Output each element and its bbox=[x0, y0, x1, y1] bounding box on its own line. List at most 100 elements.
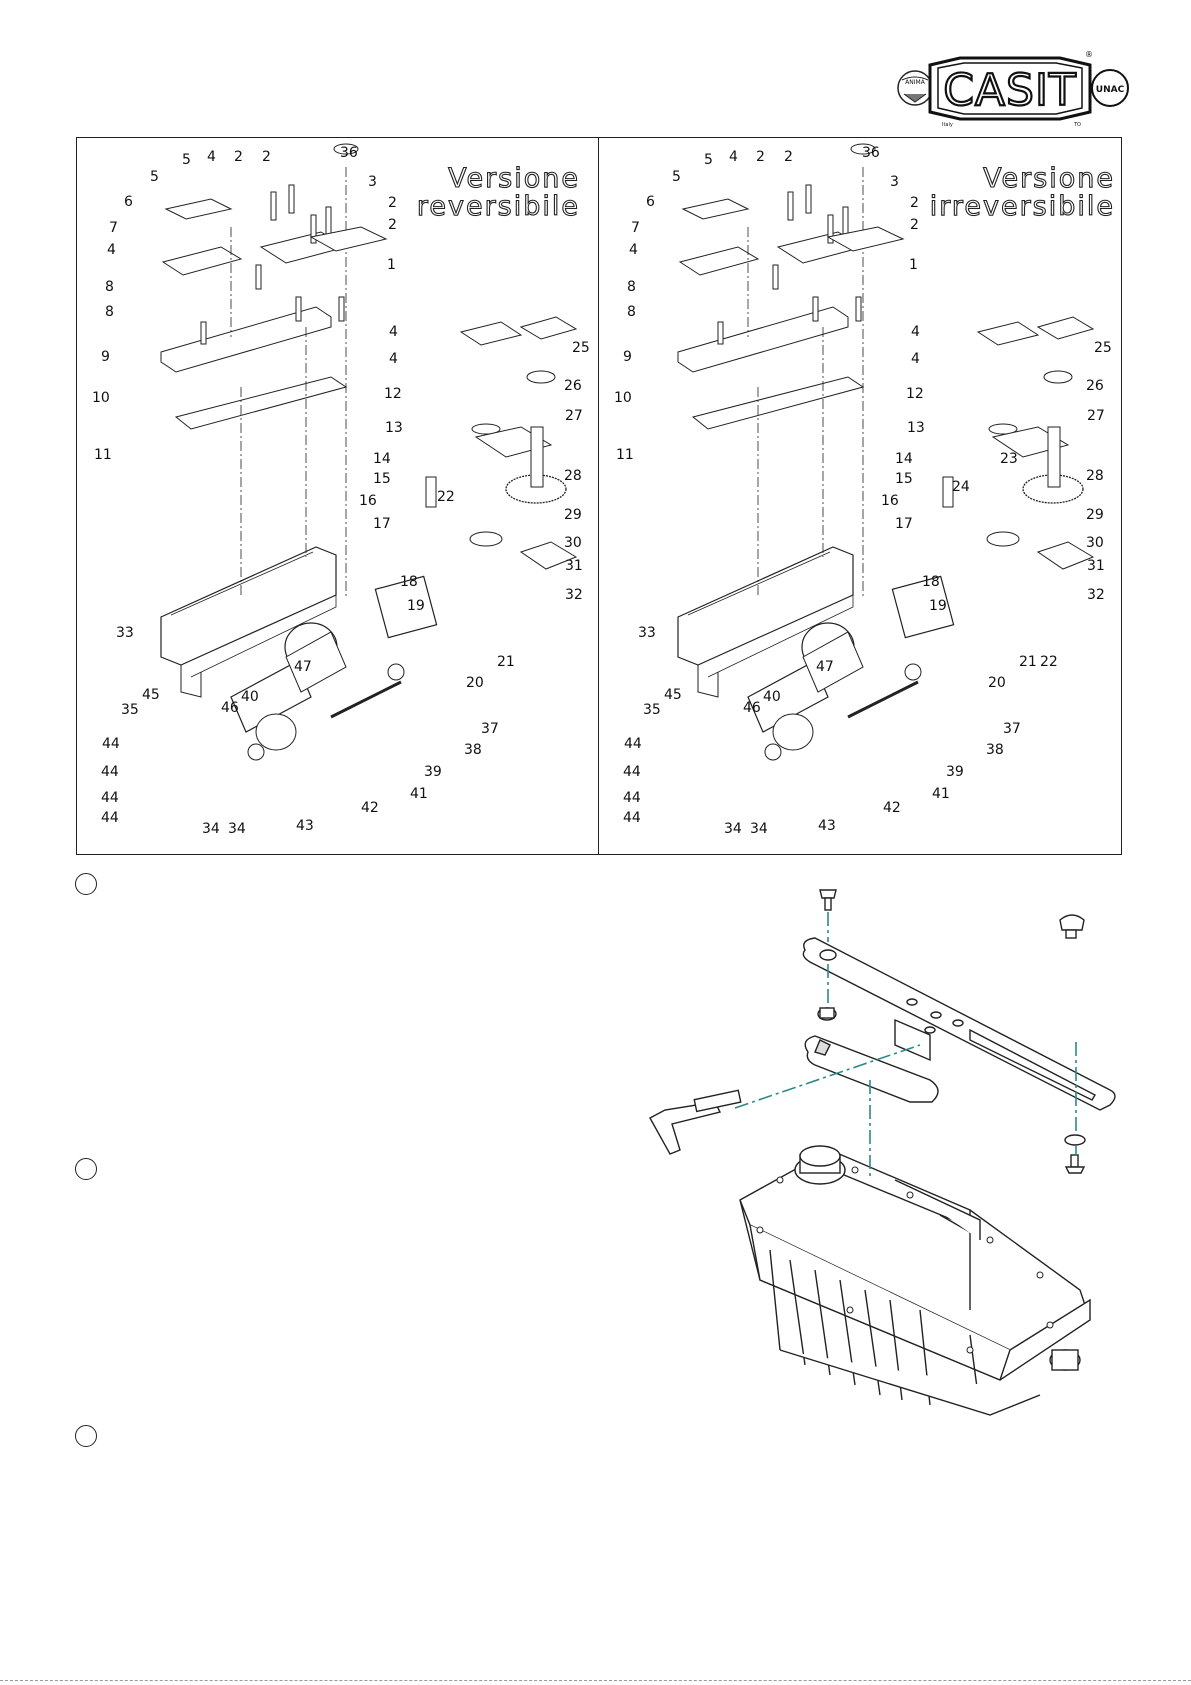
callout: 24 bbox=[952, 479, 970, 495]
callout: 31 bbox=[565, 558, 583, 574]
callout: 22 bbox=[437, 489, 455, 505]
callout: 33 bbox=[116, 625, 134, 641]
section-marker bbox=[75, 1425, 97, 1447]
callout: 34 bbox=[750, 821, 768, 837]
callout: 41 bbox=[410, 786, 428, 802]
callout: 4 bbox=[629, 242, 638, 258]
brand-text: CASIT bbox=[943, 65, 1077, 116]
screw-icon bbox=[819, 889, 837, 899]
callout: 44 bbox=[623, 764, 641, 780]
callout: 26 bbox=[1086, 378, 1104, 394]
callout: 38 bbox=[464, 742, 482, 758]
panel-divider bbox=[598, 137, 599, 855]
panel-title-line2: irreversibile bbox=[929, 191, 1115, 222]
callout: 33 bbox=[638, 625, 656, 641]
callout: 8 bbox=[627, 304, 636, 320]
callout: 7 bbox=[109, 220, 118, 236]
callout: 5 bbox=[704, 152, 713, 168]
callout: 39 bbox=[946, 764, 964, 780]
callout: 37 bbox=[481, 721, 499, 737]
callout: 45 bbox=[142, 687, 160, 703]
city-text: TO bbox=[1073, 122, 1081, 128]
section-marker bbox=[75, 1158, 97, 1180]
callout: 26 bbox=[564, 378, 582, 394]
callout: 5 bbox=[182, 152, 191, 168]
callout: 44 bbox=[101, 764, 119, 780]
callout: 29 bbox=[1086, 507, 1104, 523]
lower-arm bbox=[804, 1035, 939, 1103]
right-seal-text: UNAC bbox=[1096, 85, 1125, 95]
callout: 13 bbox=[385, 420, 403, 436]
callout: 32 bbox=[1087, 587, 1105, 603]
callout: 12 bbox=[906, 386, 924, 402]
callout: 4 bbox=[207, 149, 216, 165]
callout: 34 bbox=[724, 821, 742, 837]
callout: 8 bbox=[627, 279, 636, 295]
callout: 1 bbox=[909, 257, 918, 273]
callout: 21 bbox=[1019, 654, 1037, 670]
callout: 39 bbox=[424, 764, 442, 780]
callout: 2 bbox=[388, 195, 397, 211]
callout: 35 bbox=[121, 702, 139, 718]
callout: 28 bbox=[564, 468, 582, 484]
callout: 19 bbox=[407, 598, 425, 614]
callout: 40 bbox=[241, 689, 259, 705]
panel-title-line1: Versione bbox=[448, 163, 580, 194]
callout: 8 bbox=[105, 304, 114, 320]
callout: 7 bbox=[631, 220, 640, 236]
panel-title-line1: Versione bbox=[983, 163, 1115, 194]
callout: 36 bbox=[340, 145, 358, 161]
callout: 46 bbox=[221, 700, 239, 716]
callout: 44 bbox=[101, 790, 119, 806]
callout: 11 bbox=[616, 447, 634, 463]
callout: 2 bbox=[784, 149, 793, 165]
callout: 17 bbox=[895, 516, 913, 532]
section-marker bbox=[75, 873, 97, 895]
callout: 9 bbox=[101, 349, 110, 365]
callout: 2 bbox=[234, 149, 243, 165]
callout: 4 bbox=[911, 324, 920, 340]
callout: 5 bbox=[672, 169, 681, 185]
callout: 2 bbox=[910, 217, 919, 233]
panel-title-line2: reversibile bbox=[416, 191, 580, 222]
callout: 28 bbox=[1086, 468, 1104, 484]
callout: 32 bbox=[565, 587, 583, 603]
callout: 23 bbox=[1000, 451, 1018, 467]
callout: 5 bbox=[150, 169, 159, 185]
callout: 9 bbox=[623, 349, 632, 365]
callout: 3 bbox=[368, 174, 377, 190]
callout: 17 bbox=[373, 516, 391, 532]
callout: 2 bbox=[756, 149, 765, 165]
callout: 4 bbox=[911, 351, 920, 367]
callout: 16 bbox=[881, 493, 899, 509]
callout: 11 bbox=[94, 447, 112, 463]
callout: 45 bbox=[664, 687, 682, 703]
callout: 40 bbox=[763, 689, 781, 705]
registered-mark: ® bbox=[1085, 50, 1093, 59]
callout: 44 bbox=[623, 790, 641, 806]
callout: 31 bbox=[1087, 558, 1105, 574]
callout: 25 bbox=[1094, 340, 1112, 356]
callout: 22 bbox=[1040, 654, 1058, 670]
callout: 36 bbox=[862, 145, 880, 161]
callout: 15 bbox=[895, 471, 913, 487]
crank-handle bbox=[649, 1101, 722, 1155]
callout: 21 bbox=[497, 654, 515, 670]
callout: 34 bbox=[228, 821, 246, 837]
callout: 20 bbox=[988, 675, 1006, 691]
callout: 3 bbox=[890, 174, 899, 190]
callout: 18 bbox=[922, 574, 940, 590]
callout: 4 bbox=[389, 351, 398, 367]
callout: 4 bbox=[107, 242, 116, 258]
exploded-view-drawings bbox=[159, 142, 1095, 762]
callout: 8 bbox=[105, 279, 114, 295]
callout: 25 bbox=[572, 340, 590, 356]
callout: 47 bbox=[294, 659, 312, 675]
callout: 29 bbox=[564, 507, 582, 523]
callout: 14 bbox=[373, 451, 391, 467]
callout: 46 bbox=[743, 700, 761, 716]
panel-title-reversible: Versione reversibile bbox=[400, 163, 580, 222]
callout: 47 bbox=[816, 659, 834, 675]
callout: 27 bbox=[565, 408, 583, 424]
callout: 43 bbox=[296, 818, 314, 834]
